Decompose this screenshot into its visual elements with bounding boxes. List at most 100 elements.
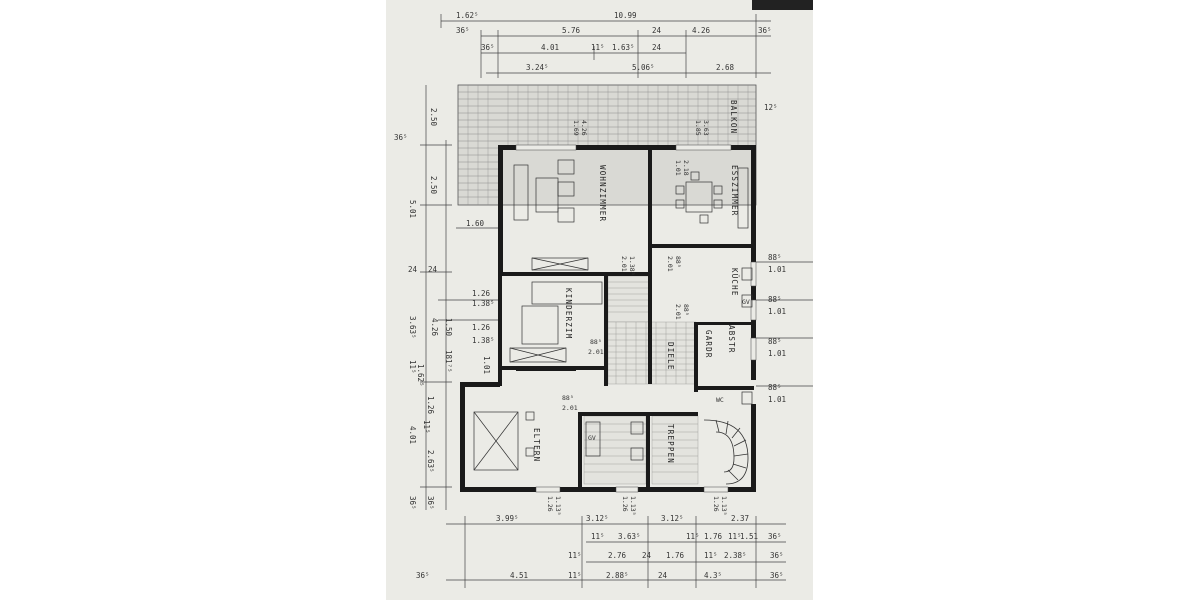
dim-left-14: 181⁷⁵ — [444, 350, 453, 373]
dim-bottom-2e: 11⁵ — [728, 532, 742, 541]
dim-left-2: 2.50 — [429, 176, 438, 195]
dim-bottom-3c: 24 — [642, 551, 652, 560]
dim-top-2b: 5.76 — [562, 26, 581, 35]
floor-plan-sheet: 1.62⁵ 10.99 36⁵ 5.76 24 4.26 36⁵ 36⁵ 4.0… — [386, 0, 813, 600]
dim-right-8: 1.01 — [768, 395, 786, 404]
room-label-eltern: ELTERN — [532, 428, 541, 462]
dim-top-1a: 1.62⁵ — [456, 11, 479, 20]
dim-bottom-1c: 3.12⁵ — [661, 514, 684, 523]
room-label-balkon: BALKON — [729, 100, 738, 134]
room-label-wohnzimmer: WOHNZIMMER — [598, 165, 607, 222]
opening-0: 4.26 — [580, 120, 588, 136]
dim-top-3c: 11⁵ — [591, 43, 605, 52]
dim-left-5: 24 — [408, 265, 418, 274]
room-label-garderobe: GARDR — [704, 330, 713, 359]
opening-6: 1.38⁵ — [628, 256, 636, 276]
dim-left-15: 1.01 — [482, 356, 491, 374]
dim-bottom-1a: 3.99⁵ — [496, 514, 519, 523]
dim-left-8: 1.38⁵ — [472, 299, 495, 308]
dim-bottom-2g: 36⁵ — [768, 532, 782, 541]
dim-bottom-4c: 11⁵ — [568, 571, 582, 580]
dim-bottom-1d: 2.37 — [731, 514, 749, 523]
dim-left-19: 11⁵ — [422, 420, 431, 434]
opening-13: 2.01 — [588, 348, 604, 356]
room-label-esszimmer: ESSZIMMER — [730, 165, 739, 216]
dimension-lines-bottom — [446, 516, 786, 588]
dim-top-2a: 36⁵ — [456, 26, 470, 35]
furniture — [473, 159, 753, 471]
dim-top-3b: 4.01 — [541, 43, 559, 52]
label-gv-bath: GV — [588, 434, 596, 442]
opening-9: 2.01 — [666, 256, 674, 272]
dim-top-4a: 3.24⁵ — [526, 63, 549, 72]
opening-3: 2.18 — [682, 160, 690, 176]
dim-top-3d: 1.63⁵ — [612, 43, 635, 52]
opening-4: 3.63 — [702, 120, 710, 136]
dim-top-4c: 2.68 — [716, 63, 735, 72]
room-label-kinderzim: KINDERZIM — [564, 288, 573, 339]
dimension-lines-left — [420, 85, 498, 510]
dim-bottom-4g: 36⁵ — [770, 571, 784, 580]
dim-bottom-4d: 2.88⁵ — [606, 571, 629, 580]
opening-17: 1.26 — [546, 496, 554, 512]
dim-right-0: 12⁵ — [764, 103, 778, 112]
dim-left-13: 1.38⁵ — [472, 336, 495, 345]
opening-19: 1.26 — [621, 496, 629, 512]
dim-top-2e: 36⁵ — [758, 26, 772, 35]
opening-16: 1.13⁵ — [554, 496, 562, 516]
opening-15: 2.01 — [562, 404, 578, 412]
dim-bottom-2a: 11⁵ — [591, 532, 605, 541]
dim-left-9: 3.63⁵ — [408, 316, 417, 339]
dim-left-11: 1.50 — [444, 318, 453, 337]
dim-left-17: 1.62⁵ — [416, 364, 425, 387]
opening-1: 1.69 — [572, 120, 580, 136]
room-label-kueche: KÜCHE — [730, 268, 739, 297]
dim-left-3: 5.01 — [408, 200, 417, 218]
dim-left-22: 36⁵ — [408, 496, 417, 510]
label-gv-kitchen: GV — [742, 298, 750, 306]
dim-top-1b: 10.99 — [614, 11, 637, 20]
dim-bottom-4e: 24 — [658, 571, 668, 580]
opening-2: 1.01 — [674, 160, 682, 176]
window-openings — [515, 144, 757, 493]
dim-bottom-3g: 36⁵ — [770, 551, 784, 560]
dim-right-6: 1.01 — [768, 349, 786, 358]
opening-12: 88⁵ — [590, 338, 602, 346]
dark-corner — [752, 0, 813, 10]
dim-right-3: 88⁵ — [768, 295, 782, 304]
dim-top-3e: 24 — [652, 43, 662, 52]
dim-bottom-2d: 1.76 — [704, 532, 723, 541]
dim-left-20: 4.01 — [408, 426, 417, 444]
dim-left-4: 1.60 — [466, 219, 485, 228]
dim-left-7: 1.26 — [472, 289, 491, 298]
dim-bottom-1b: 3.12⁵ — [586, 514, 609, 523]
opening-14: 88⁵ — [562, 394, 574, 402]
dim-bottom-3e: 11⁵ — [704, 551, 718, 560]
spiral-staircase — [703, 419, 749, 485]
opening-8: 88⁵ — [674, 256, 682, 268]
opening-7: 2.01 — [620, 256, 628, 272]
dimension-lines-top — [440, 14, 771, 78]
dim-bottom-3f: 2.38⁵ — [724, 551, 747, 560]
dimension-lines-right — [756, 261, 813, 387]
dim-right-4: 1.01 — [768, 307, 786, 316]
dim-top-2d: 4.26 — [692, 26, 711, 35]
room-label-abstr: ABSTR — [727, 325, 736, 354]
dim-left-21: 2.63⁵ — [426, 450, 435, 473]
dim-right-7: 88⁵ — [768, 383, 782, 392]
dim-left-12: 1.26 — [472, 323, 491, 332]
dim-right-5: 88⁵ — [768, 337, 782, 346]
dim-bottom-3a: 11⁵ — [568, 551, 582, 560]
room-label-treppen: TREPPEN — [666, 424, 675, 464]
dim-bottom-3b: 2.76 — [608, 551, 627, 560]
dim-left-6: 24 — [428, 265, 438, 274]
walls — [460, 145, 756, 492]
dim-left-10: 4.26 — [430, 318, 439, 337]
opening-21: 1.26 — [712, 496, 720, 512]
dim-right-1: 88⁵ — [768, 253, 782, 262]
opening-5: 1.85 — [694, 120, 702, 136]
dim-left-1: 36⁵ — [394, 133, 408, 142]
opening-18: 1.13⁵ — [629, 496, 637, 516]
dim-left-18: 1.26 — [426, 396, 435, 415]
